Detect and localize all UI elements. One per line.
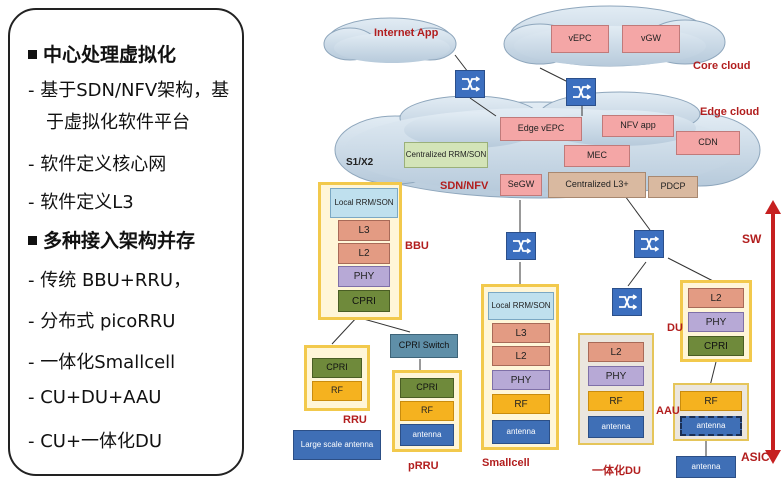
smallcell-local-rrm-son[interactable]: Local RRM/SON — [488, 292, 554, 320]
aau-antenna[interactable]: antenna — [680, 416, 742, 436]
smallcell-phy[interactable]: PHY — [492, 370, 550, 390]
bbu-l3[interactable]: L3 — [338, 220, 390, 241]
integrated-du-phy[interactable]: PHY — [588, 366, 644, 386]
rru-label: RRU — [343, 414, 367, 426]
du-label: DU — [667, 322, 683, 334]
prru-antenna[interactable]: antenna — [400, 424, 454, 446]
prru-cpri[interactable]: CPRI — [400, 378, 454, 398]
rru-frame — [304, 345, 370, 411]
heading-multi-access: 多种接入架构并存 — [28, 226, 195, 253]
sdn-nfv-label: SDN/NFV — [440, 180, 489, 192]
asic-label: ASIC — [741, 450, 770, 464]
prru-rf[interactable]: RF — [400, 401, 454, 421]
core-cloud — [503, 5, 726, 67]
square-bullet-icon — [28, 50, 37, 59]
heading-text: 多种接入架构并存 — [43, 230, 196, 252]
aau-label: AAU — [656, 405, 680, 417]
heading-central-virtualization: 中心处理虚拟化 — [28, 40, 176, 67]
internet-app-label: Internet App — [374, 27, 439, 39]
cpri-switch-box[interactable]: CPRI Switch — [390, 334, 458, 358]
bullet-smallcell: - 一体化Smallcell — [28, 352, 176, 373]
switch-icon[interactable] — [566, 78, 596, 106]
bbu-l2[interactable]: L2 — [338, 243, 390, 264]
edge-cloud-label: Edge cloud — [700, 106, 760, 118]
segw-box[interactable]: SeGW — [500, 174, 542, 196]
square-bullet-icon — [28, 236, 37, 245]
bbu-cpri[interactable]: CPRI — [338, 290, 390, 312]
rru-rf[interactable]: RF — [312, 381, 362, 401]
integrated-du-rf[interactable]: RF — [588, 391, 644, 411]
heading-text: 中心处理虚拟化 — [43, 44, 177, 66]
bullet-cu-integrated-du: - CU+一体化DU — [28, 431, 163, 452]
centralized-l3-box[interactable]: Centralized L3+ — [548, 172, 646, 198]
switch-icon[interactable] — [506, 232, 536, 260]
du-l2[interactable]: L2 — [688, 288, 744, 308]
connector-lines — [331, 54, 717, 456]
bullet-bbu-rru: - 传统 BBU+RRU， — [28, 270, 192, 291]
bullet-sdn-nfv-line1: - 基于SDN/NFV架构，基 — [28, 80, 230, 101]
integrated-du-antenna[interactable]: antenna — [588, 416, 644, 438]
du-cpri[interactable]: CPRI — [688, 336, 744, 356]
switch-icon[interactable] — [612, 288, 642, 316]
smallcell-antenna[interactable]: antenna — [492, 420, 550, 444]
integrated-du-l2[interactable]: L2 — [588, 342, 644, 362]
du-phy[interactable]: PHY — [688, 312, 744, 332]
s1x2-label: S1/X2 — [346, 157, 374, 168]
integrated-du-label: 一体化DU — [592, 465, 641, 477]
text-panel: 中心处理虚拟化 - 基于SDN/NFV架构，基 于虚拟化软件平台 - 软件定义核… — [8, 8, 244, 476]
bullet-cu-du-aau: - CU+DU+AAU — [28, 387, 162, 408]
edge-vepc-box[interactable]: Edge vEPC — [500, 117, 582, 141]
nfv-app-box[interactable]: NFV app — [602, 115, 674, 137]
bullet-software-l3: - 软件定义L3 — [28, 192, 134, 213]
bbu-local-rrm-son[interactable]: Local RRM/SON — [330, 188, 398, 218]
rru-cpri[interactable]: CPRI — [312, 358, 362, 378]
bbu-label: BBU — [405, 240, 429, 252]
bullet-software-core: - 软件定义核心网 — [28, 154, 167, 175]
prru-label: pRRU — [408, 460, 439, 472]
switch-icon[interactable] — [634, 230, 664, 258]
vepc-box[interactable]: vEPC — [551, 25, 609, 53]
internet-cloud — [323, 17, 457, 63]
switch-icon[interactable] — [455, 70, 485, 98]
smallcell-l2[interactable]: L2 — [492, 346, 550, 366]
external-antenna[interactable]: antenna — [676, 456, 736, 478]
sw-label: SW — [742, 232, 762, 246]
bullet-picorru: - 分布式 picoRRU — [28, 311, 176, 332]
sw-asic-arrow — [765, 200, 781, 464]
smallcell-label: Smallcell — [482, 457, 530, 469]
smallcell-l3[interactable]: L3 — [492, 323, 550, 343]
smallcell-rf[interactable]: RF — [492, 394, 550, 414]
mec-box[interactable]: MEC — [564, 145, 630, 167]
bullet-sdn-nfv-line2: 于虚拟化软件平台 — [46, 112, 190, 133]
centralized-rrm-son-box[interactable]: Centralized RRM/SON — [404, 142, 488, 168]
cdn-box[interactable]: CDN — [676, 131, 740, 155]
aau-rf[interactable]: RF — [680, 391, 742, 411]
rru-large-scale-antenna[interactable]: Large scale antenna — [293, 430, 381, 460]
vgw-box[interactable]: vGW — [622, 25, 680, 53]
core-cloud-label: Core cloud — [693, 60, 751, 72]
bbu-phy[interactable]: PHY — [338, 266, 390, 287]
pdcp-box[interactable]: PDCP — [648, 176, 698, 198]
